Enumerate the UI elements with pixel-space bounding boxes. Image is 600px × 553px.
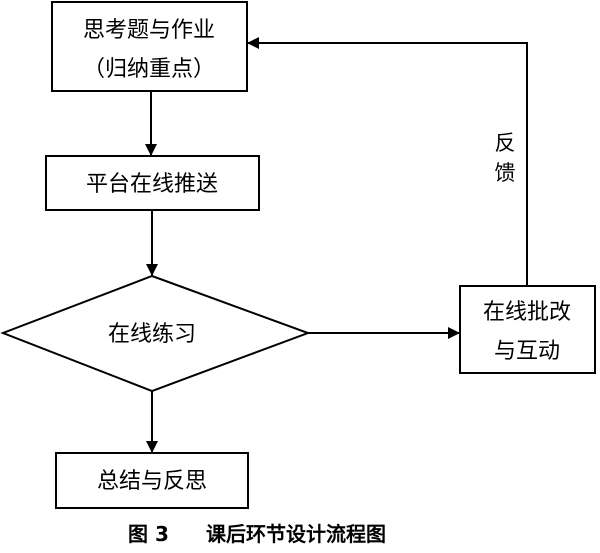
edge-feedback-label-char2: 馈 bbox=[495, 161, 516, 185]
caption-title: 课后环节设计流程图 bbox=[206, 522, 386, 546]
node-summary-label: 总结与反思 bbox=[97, 469, 207, 494]
node-grading-line1: 在线批改 bbox=[483, 300, 571, 325]
node-summary: 总结与反思 bbox=[55, 452, 249, 509]
edge-feedback-label-char1: 反 bbox=[495, 131, 516, 155]
node-grading: 在线批改 与互动 bbox=[459, 285, 596, 374]
node-push-label: 平台在线推送 bbox=[86, 172, 218, 197]
node-practice: 在线练习 bbox=[0, 274, 311, 393]
node-grading-line2: 与互动 bbox=[494, 339, 560, 364]
node-practice-label: 在线练习 bbox=[108, 322, 196, 347]
edge-feedback bbox=[247, 37, 528, 286]
caption-figure-number: 图 3 bbox=[128, 522, 169, 546]
node-homework-line2: （归纳重点） bbox=[83, 57, 215, 82]
node-push: 平台在线推送 bbox=[45, 155, 260, 211]
figure-caption: 图 3 课后环节设计流程图 bbox=[128, 522, 386, 546]
node-homework-line1: 思考题与作业 bbox=[83, 18, 215, 43]
node-homework: 思考题与作业 （归纳重点） bbox=[51, 1, 248, 92]
